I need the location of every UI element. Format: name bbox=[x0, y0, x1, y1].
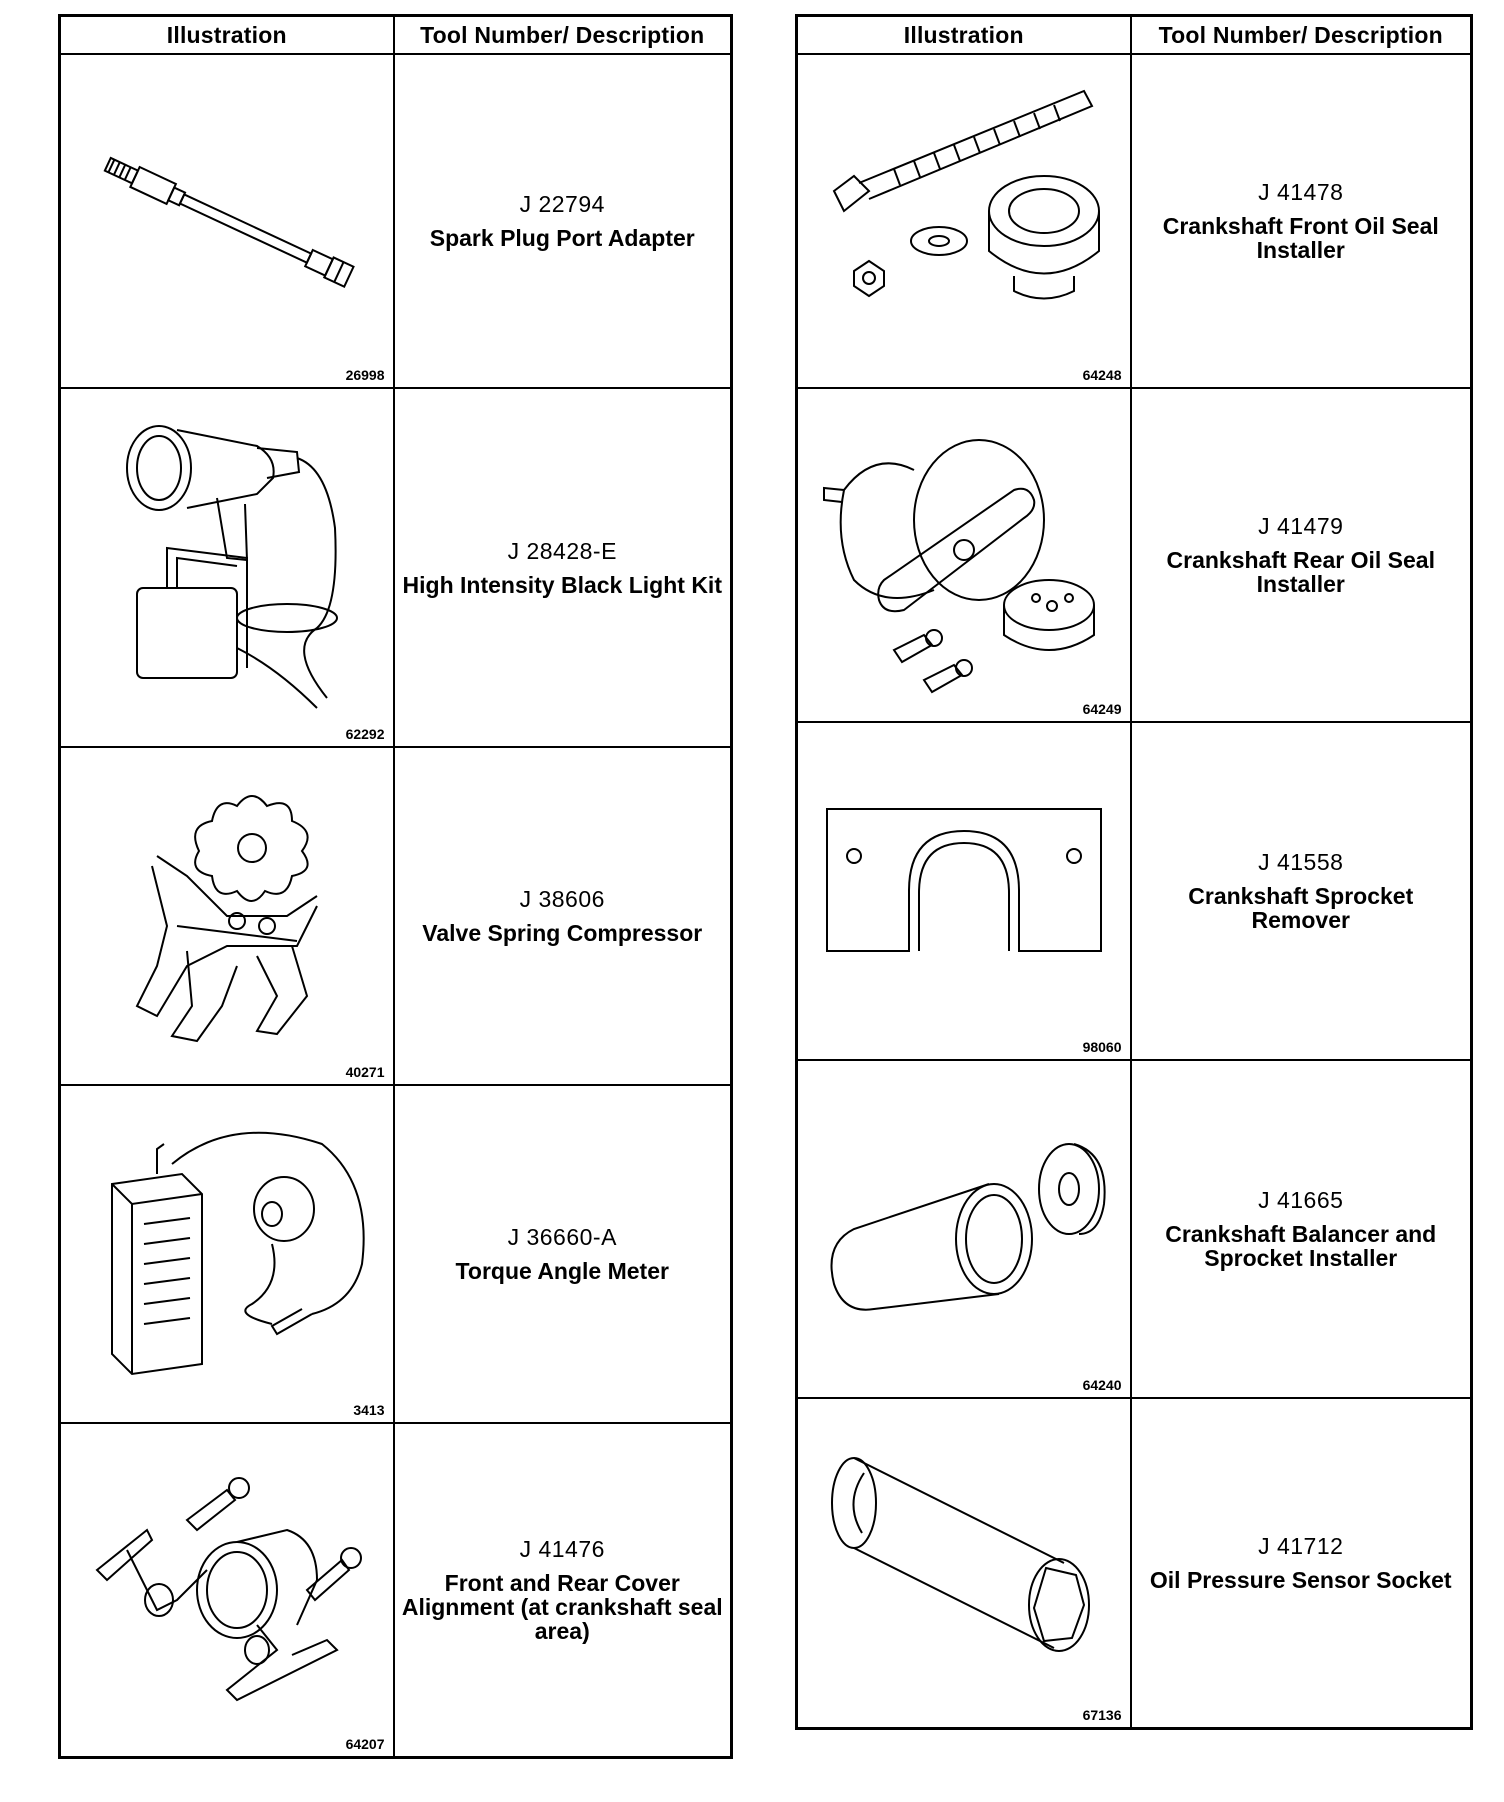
figure-number: 67136 bbox=[1082, 1706, 1122, 1723]
table-row: 64249 J 41479 Crankshaft Rear Oil Seal I… bbox=[795, 387, 1473, 723]
tool-description-cell: J 41665 Crankshaft Balancer and Sprocket… bbox=[1129, 1059, 1473, 1399]
illustration-header: Illustration bbox=[795, 14, 1132, 55]
tool-description: Crankshaft Balancer and Sprocket Install… bbox=[1165, 1221, 1437, 1271]
tool-number: J 38606 bbox=[519, 886, 605, 912]
tool-description: Crankshaft Front Oil Seal Installer bbox=[1162, 213, 1439, 263]
illustration-header: Illustration bbox=[58, 14, 395, 55]
tool-number: J 41478 bbox=[1258, 179, 1344, 205]
tool-description-cell: J 41712 Oil Pressure Sensor Socket bbox=[1129, 1397, 1473, 1729]
illustration-cell: 64207 bbox=[58, 1422, 395, 1758]
tool-description: Oil Pressure Sensor Socket bbox=[1149, 1566, 1452, 1593]
illustration-cell: 64240 bbox=[795, 1059, 1132, 1399]
illustration-cell: 64249 bbox=[795, 387, 1132, 723]
sprocket-remover-icon bbox=[819, 801, 1109, 981]
figure-number: 98060 bbox=[1082, 1039, 1122, 1055]
figure-number: 62292 bbox=[345, 726, 385, 742]
table-header-row: Illustration Tool Number/ Description bbox=[795, 14, 1473, 55]
tool-number: J 41712 bbox=[1258, 1532, 1344, 1559]
valve-spring-compressor-icon bbox=[77, 766, 377, 1066]
illustration-cell: 67136 bbox=[795, 1397, 1132, 1729]
tool-description-cell: J 22794 Spark Plug Port Adapter bbox=[392, 53, 733, 389]
illustration-cell: 26998 bbox=[58, 53, 395, 389]
illustration-cell: 64248 bbox=[795, 53, 1132, 389]
balancer-sprocket-installer-icon bbox=[814, 1109, 1114, 1349]
tool-description-cell: J 36660-A Torque Angle Meter bbox=[392, 1084, 733, 1424]
rear-oil-seal-installer-icon bbox=[814, 410, 1114, 700]
table-row: 3413 J 36660-A Torque Angle Meter bbox=[58, 1084, 733, 1424]
figure-number: 40271 bbox=[345, 1064, 385, 1080]
illustration-cell: 98060 bbox=[795, 721, 1132, 1061]
figure-number: 26998 bbox=[345, 367, 385, 383]
tool-number: J 41665 bbox=[1258, 1187, 1344, 1213]
oil-pressure-sensor-socket-icon bbox=[814, 1433, 1114, 1693]
table-row: 40271 J 38606 Valve Spring Compressor bbox=[58, 746, 733, 1086]
tool-description: Crankshaft Sprocket Remover bbox=[1188, 883, 1414, 933]
table-row: 67136 J 41712 Oil Pressure Sensor Socket bbox=[795, 1397, 1473, 1729]
table-row: 64207 J 41476 Front and Rear Cover Align… bbox=[58, 1422, 733, 1758]
table-row: 26998 J 22794 Spark Plug Port Adapter bbox=[58, 53, 733, 389]
tool-header: Tool Number/ Description bbox=[1129, 14, 1473, 55]
figure-number: 3413 bbox=[353, 1402, 385, 1418]
cover-alignment-tool-icon bbox=[77, 1450, 377, 1730]
tool-number: J 22794 bbox=[519, 191, 605, 217]
tool-description: Valve Spring Compressor bbox=[422, 920, 703, 946]
tool-description: Spark Plug Port Adapter bbox=[429, 225, 695, 251]
table-row: 98060 J 41558 Crankshaft Sprocket Remove… bbox=[795, 721, 1473, 1061]
tool-number: J 41479 bbox=[1258, 513, 1344, 539]
tool-description-cell: J 41479 Crankshaft Rear Oil Seal Install… bbox=[1129, 387, 1473, 723]
table-row: 64248 J 41478 Crankshaft Front Oil Seal … bbox=[795, 53, 1473, 389]
illustration-cell: 3413 bbox=[58, 1084, 395, 1424]
tool-description: Crankshaft Rear Oil Seal Installer bbox=[1166, 547, 1435, 597]
left-tool-table: Illustration Tool Number/ Description 26… bbox=[58, 14, 733, 1759]
table-row: 64240 J 41665 Crankshaft Balancer and Sp… bbox=[795, 1059, 1473, 1399]
tool-number: J 28428-E bbox=[507, 537, 617, 564]
tool-description-cell: J 41478 Crankshaft Front Oil Seal Instal… bbox=[1129, 53, 1473, 389]
front-oil-seal-installer-icon bbox=[814, 81, 1114, 361]
figure-number: 64249 bbox=[1082, 701, 1122, 717]
black-light-kit-icon bbox=[77, 408, 377, 728]
tool-description-cell: J 28428-E High Intensity Black Light Kit bbox=[392, 387, 733, 748]
illustration-cell: 40271 bbox=[58, 746, 395, 1086]
tool-description-cell: J 38606 Valve Spring Compressor bbox=[392, 746, 733, 1086]
figure-number: 64240 bbox=[1082, 1377, 1122, 1393]
figure-number: 64207 bbox=[345, 1735, 385, 1752]
spark-plug-port-adapter-icon bbox=[77, 91, 377, 351]
tool-number: J 41476 bbox=[519, 1535, 605, 1562]
tool-description: High Intensity Black Light Kit bbox=[402, 571, 722, 598]
tool-number: J 41558 bbox=[1258, 849, 1344, 875]
table-header-row: Illustration Tool Number/ Description bbox=[58, 14, 733, 55]
tool-description-cell: J 41558 Crankshaft Sprocket Remover bbox=[1129, 721, 1473, 1061]
tool-header: Tool Number/ Description bbox=[392, 14, 733, 55]
illustration-cell: 62292 bbox=[58, 387, 395, 748]
table-row: 62292 J 28428-E High Intensity Black Lig… bbox=[58, 387, 733, 748]
right-tool-table: Illustration Tool Number/ Description 64… bbox=[795, 14, 1473, 1730]
torque-angle-meter-icon bbox=[72, 1104, 382, 1404]
tool-number: J 36660-A bbox=[507, 1224, 617, 1250]
tool-description: Torque Angle Meter bbox=[455, 1258, 669, 1284]
figure-number: 64248 bbox=[1082, 367, 1122, 383]
tool-description: Front and Rear Cover Alignment (at crank… bbox=[401, 1569, 723, 1644]
tool-description-cell: J 41476 Front and Rear Cover Alignment (… bbox=[392, 1422, 733, 1758]
